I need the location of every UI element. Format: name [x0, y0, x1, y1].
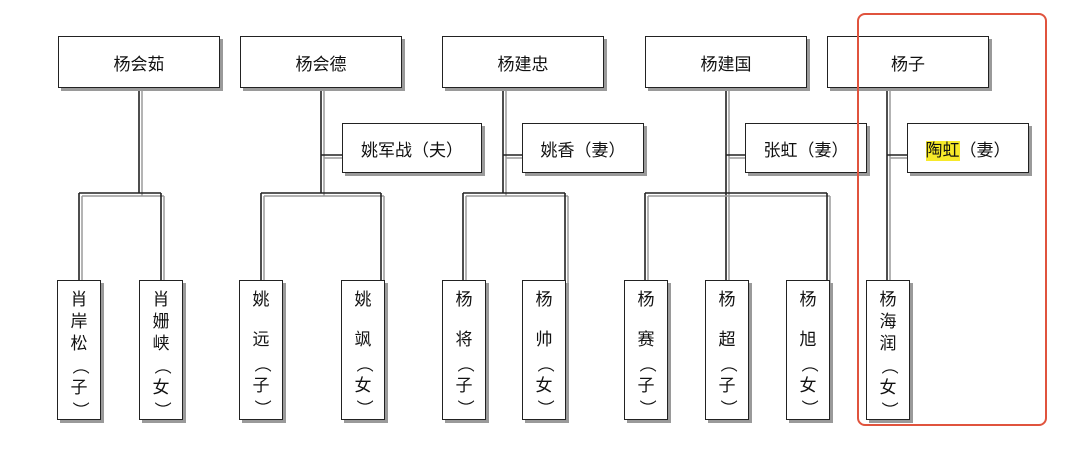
child-role: （子） — [636, 355, 656, 417]
child-role: （子） — [251, 355, 271, 417]
spouse-label: 姚香（妻） — [540, 140, 626, 161]
spouse-label: 姚军战（夫） — [361, 140, 463, 161]
parent-box: 杨建国 — [645, 36, 807, 88]
child-name: 姚飒 — [354, 290, 372, 350]
child-role: （女） — [151, 357, 171, 419]
child-name: 杨超 — [718, 290, 736, 350]
child-box: 杨将 （子） — [442, 280, 486, 420]
highlight-outline — [857, 13, 1047, 426]
spouse-box: 姚香（妻） — [522, 123, 644, 173]
child-box: 杨赛 （子） — [624, 280, 668, 420]
child-box: 姚飒 （女） — [341, 280, 385, 420]
child-box: 肖姗峡 （女） — [139, 280, 183, 420]
spouse-box: 张虹（妻） — [745, 123, 867, 173]
parent-label: 杨会德 — [295, 54, 347, 75]
child-box: 姚远 （子） — [239, 280, 283, 420]
spouse-label: 张虹（妻） — [763, 140, 849, 161]
highlighted-text: 陶虹 — [925, 140, 960, 161]
child-role: （女） — [878, 357, 898, 419]
child-box: 杨旭 （女） — [786, 280, 830, 420]
child-box: 杨帅 （女） — [522, 280, 566, 420]
child-role: （女） — [798, 355, 818, 417]
child-name: 肖姗峡 — [152, 290, 170, 354]
child-role: （子） — [69, 357, 89, 419]
child-box: 杨超 （子） — [705, 280, 749, 420]
spouse-suffix: （妻） — [959, 140, 1011, 161]
spouse-box: 陶虹（妻） — [907, 123, 1029, 173]
child-box: 杨海润 （女） — [866, 280, 910, 420]
child-role: （子） — [717, 355, 737, 417]
child-role: （女） — [534, 355, 554, 417]
child-name: 姚远 — [252, 290, 270, 350]
child-name: 杨将 — [455, 290, 473, 350]
spouse-box: 姚军战（夫） — [342, 123, 482, 173]
parent-label: 杨子 — [891, 54, 925, 75]
parent-label: 杨会茹 — [113, 54, 165, 75]
child-name: 杨海润 — [879, 290, 897, 354]
parent-label: 杨建国 — [700, 54, 752, 75]
child-name: 肖岸松 — [70, 290, 88, 354]
spouse-label: 陶虹（妻） — [925, 136, 1011, 161]
child-role: （子） — [454, 355, 474, 417]
parent-box: 杨会德 — [240, 36, 402, 88]
parent-box: 杨子 — [827, 36, 989, 88]
child-name: 杨帅 — [535, 290, 553, 350]
child-name: 杨赛 — [637, 290, 655, 350]
parent-box: 杨建忠 — [442, 36, 604, 88]
parent-box: 杨会茹 — [58, 36, 220, 88]
child-role: （女） — [353, 355, 373, 417]
child-name: 杨旭 — [799, 290, 817, 350]
child-box: 肖岸松 （子） — [57, 280, 101, 420]
parent-label: 杨建忠 — [497, 54, 549, 75]
